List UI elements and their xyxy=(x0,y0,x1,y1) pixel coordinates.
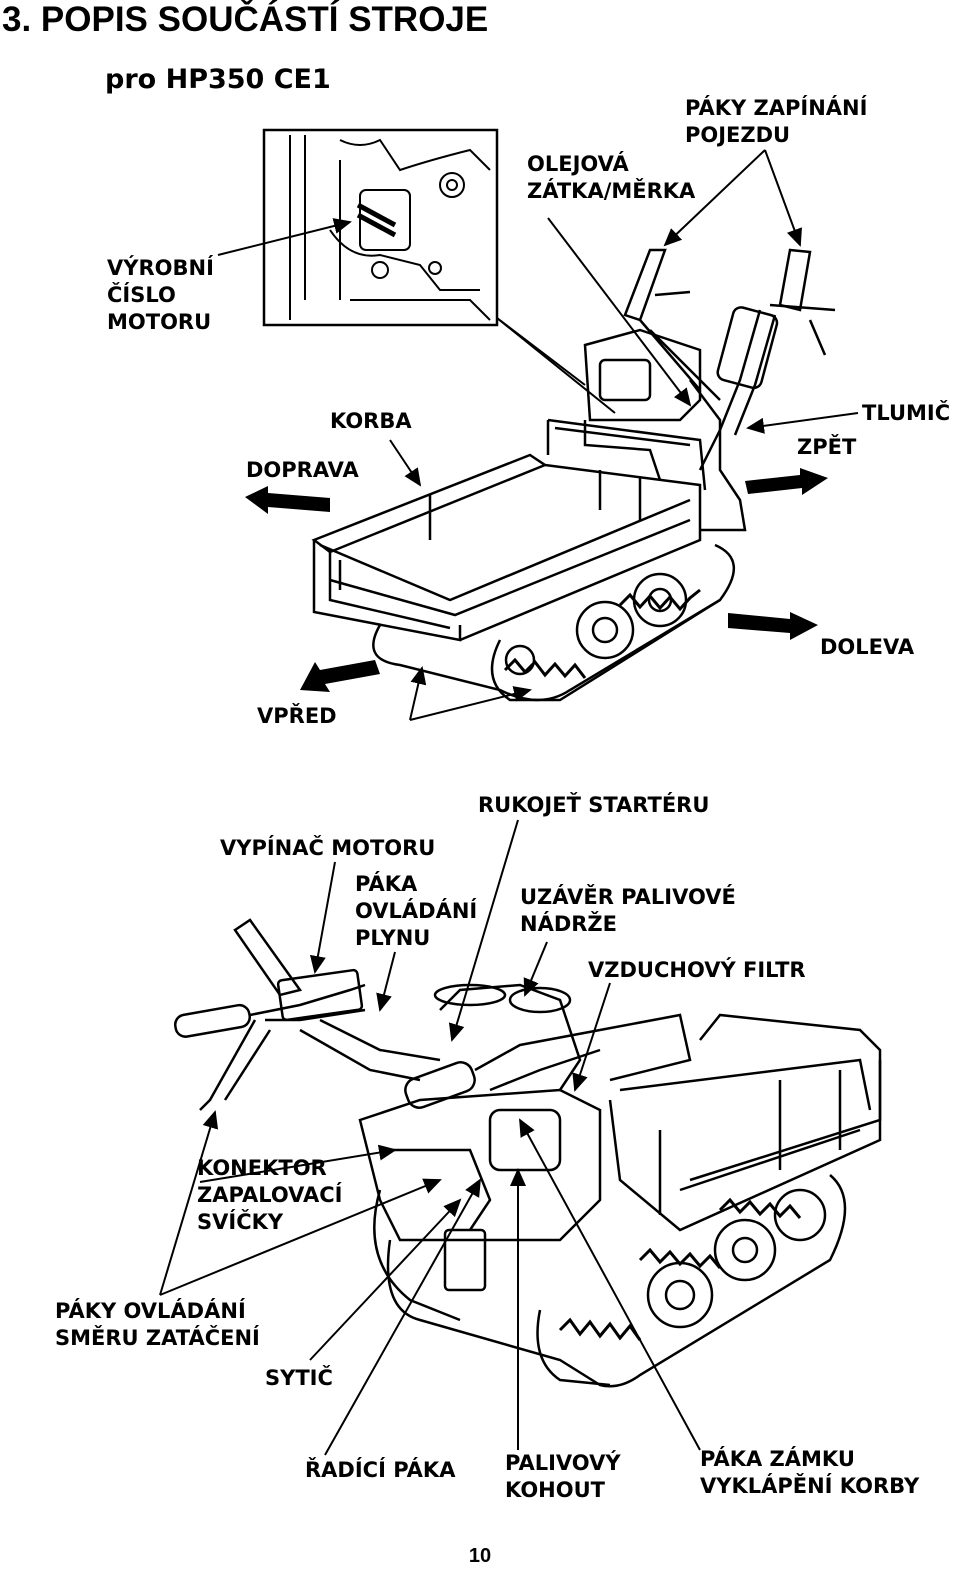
label-doleva: DOLEVA xyxy=(820,635,915,659)
label-line: SVÍČKY xyxy=(197,1210,284,1234)
label-radici-paka: ŘADÍCÍ PÁKA xyxy=(305,1458,456,1482)
label-line: POJEZDU xyxy=(685,123,791,147)
label-paka-ovladani-plynu: PÁKA OVLÁDÁNÍ PLYNU xyxy=(355,871,477,952)
arrow-vpred xyxy=(300,660,380,692)
label-sytic: SYTIČ xyxy=(265,1366,333,1390)
model-caption: pro HP350 CE1 xyxy=(105,64,331,95)
label-line: ZÁTKA/MĚRKA xyxy=(527,179,696,203)
bottom-leader-lines xyxy=(159,819,701,1456)
label-line: UZÁVĚR PALIVOVÉ xyxy=(520,885,736,909)
label-line: OVLÁDÁNÍ xyxy=(355,899,478,923)
label-line: PALIVOVÝ xyxy=(505,1451,621,1475)
label-line: PÁKA ZÁMKU xyxy=(700,1447,855,1471)
label-line: PÁKY OVLÁDÁNÍ xyxy=(55,1299,246,1323)
label-vzduchovy-filtr: VZDUCHOVÝ FILTR xyxy=(588,958,806,982)
label-vypinac-motoru: VYPÍNAČ MOTORU xyxy=(220,836,436,860)
engine-serial-inset xyxy=(262,128,499,327)
label-line: VÝROBNÍ xyxy=(107,256,214,280)
label-olejova-zatka: OLEJOVÁ ZÁTKA/MĚRKA xyxy=(527,151,695,205)
label-palivovy-kohout: PALIVOVÝ KOHOUT xyxy=(505,1450,621,1504)
arrow-right-doprava xyxy=(245,486,330,514)
label-line: MOTORU xyxy=(107,310,212,334)
label-rukojet-starteru: RUKOJEŤ STARTÉRU xyxy=(478,793,710,817)
label-vyrobni-cislo: VÝROBNÍ ČÍSLO MOTORU xyxy=(107,255,214,336)
label-doprava: DOPRAVA xyxy=(246,458,359,482)
label-zpet: ZPĚT xyxy=(797,435,857,459)
label-line: VYKLÁPĚNÍ KORBY xyxy=(700,1474,920,1498)
page-number: 10 xyxy=(468,1545,492,1567)
arrow-doleva xyxy=(728,612,818,640)
label-uzaver-palivove-nadrze: UZÁVĚR PALIVOVÉ NÁDRŽE xyxy=(520,884,736,938)
label-vpred: VPŘED xyxy=(257,704,337,728)
label-line: KOHOUT xyxy=(505,1478,605,1502)
arrow-zpet xyxy=(745,468,828,495)
label-line: ZAPALOVACÍ xyxy=(197,1183,343,1207)
top-machine xyxy=(311,248,836,702)
label-line: NÁDRŽE xyxy=(520,912,618,936)
label-line: ČÍSLO xyxy=(107,283,176,307)
label-tlumic: TLUMIČ xyxy=(862,401,951,425)
label-line: PÁKY ZAPÍNÁNÍ xyxy=(685,96,868,120)
top-leader-lines xyxy=(217,149,859,721)
direction-arrows xyxy=(245,468,828,692)
label-paky-smeru-zataceni: PÁKY OVLÁDÁNÍ SMĚRU ZATÁČENÍ xyxy=(55,1298,260,1352)
label-korba: KORBA xyxy=(330,409,412,433)
label-konektor-svicky: KONEKTOR ZAPALOVACÍ SVÍČKY xyxy=(197,1155,342,1236)
label-paka-zamku-korby: PÁKA ZÁMKU VYKLÁPĚNÍ KORBY xyxy=(700,1446,919,1500)
label-line: KONEKTOR xyxy=(197,1156,327,1180)
label-line: OLEJOVÁ xyxy=(527,152,629,176)
label-line: PLYNU xyxy=(355,926,431,950)
label-line: PÁKA xyxy=(355,872,418,896)
page-title: 3. POPIS SOUČÁSTÍ STROJE xyxy=(2,0,489,39)
label-line: SMĚRU ZATÁČENÍ xyxy=(55,1326,260,1350)
label-paky-zapinani-pojezdu: PÁKY ZAPÍNÁNÍ POJEZDU xyxy=(685,95,867,149)
bottom-machine xyxy=(173,918,882,1388)
